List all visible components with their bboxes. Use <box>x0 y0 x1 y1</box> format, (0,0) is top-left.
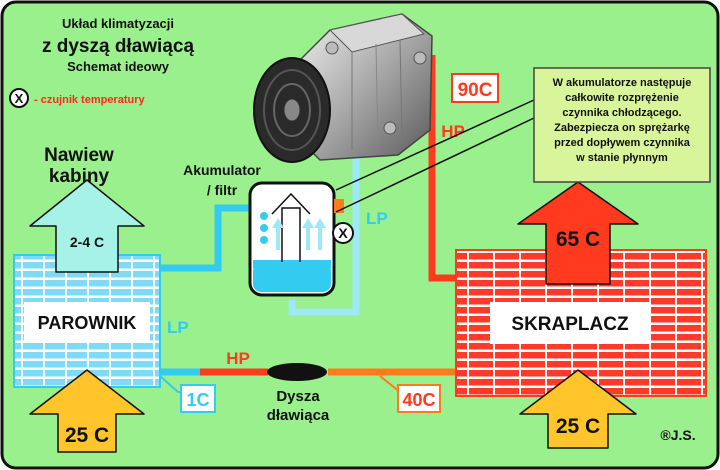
refrigerant-droplet <box>260 224 268 232</box>
condenser-outlet-temperature: 65 C <box>556 228 600 251</box>
cabin-label-line-1: Nawiew <box>44 145 114 166</box>
title-line-1: Układ klimatyzacji <box>62 16 174 31</box>
accumulator-inner-arrow <box>271 192 311 215</box>
note-line: w stanie płynnym <box>575 152 668 164</box>
temperature-sensor-symbol: X <box>338 225 348 241</box>
condenser-label: SKRAPLACZ <box>511 314 629 335</box>
nozzle-label-line-2: dławiąca <box>267 407 330 424</box>
accumulator-u-tube <box>281 207 301 262</box>
accumulator-liquid <box>253 263 331 292</box>
compressor <box>253 13 433 163</box>
accumulator-label-line-2: / filtr <box>207 182 238 198</box>
author-mark: ®J.S. <box>660 427 695 443</box>
evaporator-label-box <box>24 302 150 342</box>
evaporator-label: PAROWNIK <box>38 313 137 333</box>
lp-label-evaporator: LP <box>167 318 189 337</box>
nozzle-inlet-temp-box <box>397 384 441 413</box>
note-box <box>533 67 711 183</box>
note-line: czynnika chłodzącego. <box>562 107 681 119</box>
title-line-2: z dyszą dławiącą <box>42 36 195 57</box>
expansion-nozzle <box>267 363 327 381</box>
title-line-3: Schemat ideowy <box>67 59 170 74</box>
nozzle-label-line-1: Dysza <box>276 388 320 405</box>
temperature-sensor-icon <box>332 222 354 244</box>
lp-label-compressor: LP <box>366 209 388 228</box>
note-line: całkowite rozprężenie <box>565 92 679 104</box>
note-pointer-line <box>335 99 535 191</box>
hp-pipe-compressor-condenser <box>428 55 456 282</box>
evaporator-outlet-temp-box <box>180 384 216 413</box>
hp-label-line: HP <box>226 349 250 368</box>
compressor-outlet-temp: 90C <box>458 80 493 101</box>
compressor-outlet-temp-box <box>451 73 499 103</box>
sensor-legend-symbol: X <box>15 91 24 106</box>
accumulator-label-line-1: Akumulator <box>183 162 261 178</box>
vapor-flow-arrows <box>272 218 326 250</box>
sensor-mount <box>334 199 344 213</box>
condenser-label-box <box>490 302 650 344</box>
sensor-legend-text: - czujnik temperatury <box>34 94 146 106</box>
note-pointer-line-2 <box>335 117 535 213</box>
sensor-legend-icon <box>9 88 29 108</box>
hp-label-compressor: HP <box>441 122 465 141</box>
refrigerant-droplet <box>260 212 268 220</box>
nozzle-inlet-temp: 40C <box>402 390 435 410</box>
lp-pipe-evaporator-accumulator <box>160 204 256 272</box>
note-line: przed dopływem czynnika <box>554 137 691 149</box>
note-line: Zabezpiecza on sprężarkę <box>554 122 690 134</box>
cabin-air-temperature: 2-4 C <box>70 234 104 250</box>
cabin-airflow-arrow <box>29 179 145 273</box>
note-line: W akumulatorze następuje <box>553 77 692 89</box>
condenser-intake-temperature: 25 C <box>556 415 600 438</box>
evaporator-intake-arrow <box>29 369 145 453</box>
accumulator-liquid-top <box>253 260 331 268</box>
condenser-intake-arrow <box>519 369 637 449</box>
cabin-label-line-2: kabiny <box>49 166 110 187</box>
refrigerant-droplet <box>260 236 268 244</box>
evaporator-intake-temperature: 25 C <box>65 424 109 447</box>
evaporator-outlet-temp: 1C <box>186 390 209 410</box>
note-text: W akumulatorze następuje całkowite rozpr… <box>553 77 692 164</box>
condenser-outlet-arrow <box>517 181 639 285</box>
